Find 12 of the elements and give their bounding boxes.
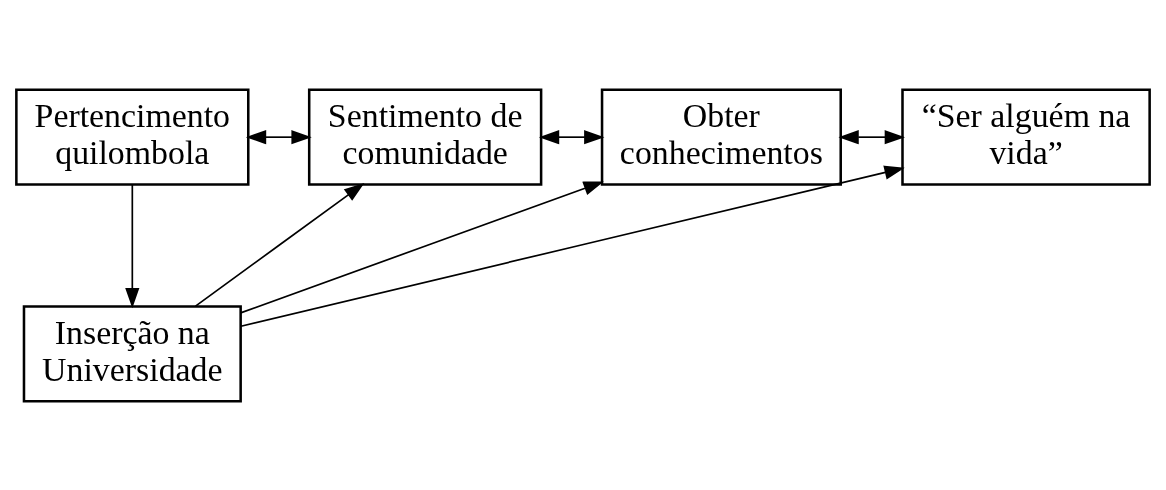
node-box: Sentimento de comunidade — [307, 88, 543, 186]
arrow — [245, 129, 312, 144]
arrow — [838, 129, 905, 144]
arrow — [125, 183, 140, 308]
arrow — [240, 165, 905, 327]
arrow — [194, 182, 365, 307]
node-box: Inserção na Universidade — [22, 304, 242, 402]
node-box: “Ser alguém na vida” — [901, 88, 1151, 186]
arrow — [538, 129, 605, 144]
node-box: Obter conhecimentos — [600, 88, 842, 186]
arrow — [239, 180, 604, 314]
node-box: Pertencimento quilombola — [15, 88, 250, 186]
